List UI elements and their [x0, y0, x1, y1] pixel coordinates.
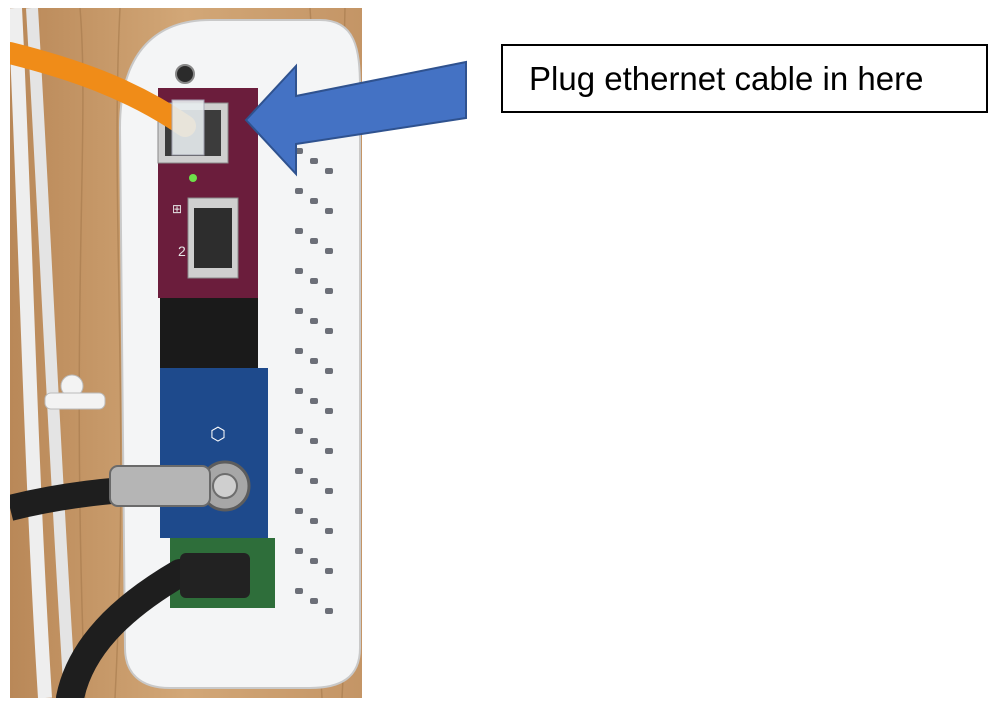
vent-holes	[295, 148, 333, 614]
arrow-shape	[244, 60, 467, 177]
coax-symbol: ⬡	[210, 424, 226, 445]
ethernet-plug	[171, 99, 205, 156]
svg-text:⊞: ⊞	[172, 202, 182, 216]
coax-panel	[160, 368, 268, 538]
instruction-text: Plug ethernet cable in here	[529, 59, 924, 97]
orange-ethernet-cable	[10, 42, 196, 137]
screw	[175, 64, 195, 84]
blank-panel	[160, 298, 258, 368]
pointer-arrow	[244, 60, 467, 177]
instruction-callout-box: Plug ethernet cable in here	[501, 44, 988, 113]
white-cable	[10, 8, 52, 698]
port-number-label: 2	[178, 243, 186, 259]
power-cable	[56, 559, 194, 698]
link-led	[189, 174, 197, 182]
coax-fitting	[109, 465, 211, 507]
